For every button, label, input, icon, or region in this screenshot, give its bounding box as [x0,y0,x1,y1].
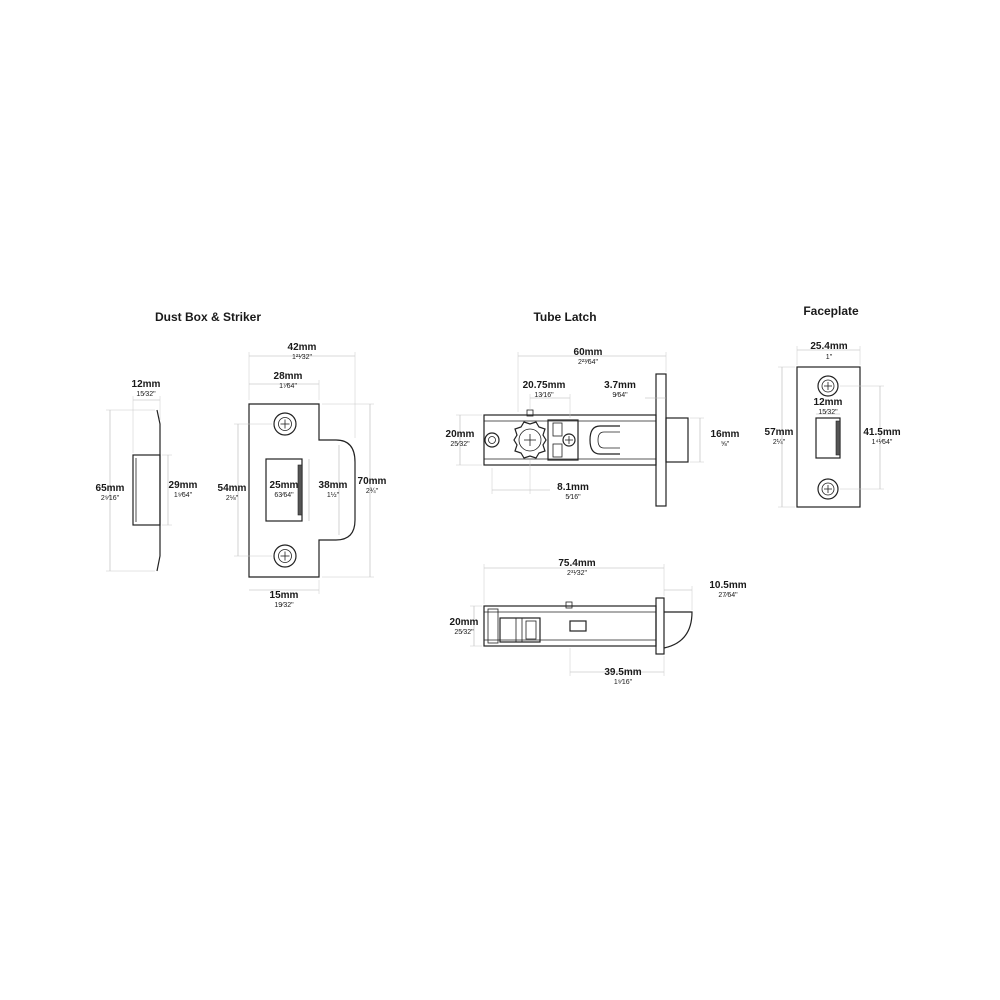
faceplate-width-inch: 1" [826,354,833,361]
striker-width-inch: 1²¹⁄32" [292,354,313,361]
latch-top-height-mm: 20mm [450,617,479,628]
striker-lip-height-mm: 38mm [319,480,348,491]
faceplate-screw-top [817,375,839,397]
faceplate-hole-centres-inch: 1⁴¹⁄64" [872,439,893,446]
latch-length-inch: 2²³⁄64" [578,359,599,366]
latch-height-inch: 25⁄32" [450,441,470,448]
faceplate-plate [796,366,861,508]
latch-projection-inch: 27⁄64" [718,592,738,599]
latch-thickness-mm: 3.7mm [604,380,636,391]
latch-slot [589,425,620,455]
latch-forend [655,373,667,507]
striker-lip-height-inch: 1½" [327,491,340,499]
latch-top-height-inch: 25⁄32" [454,629,474,636]
latch-carrier [547,419,579,461]
tube-latch-side-drawing [456,352,704,507]
faceplate-height-inch: 2¼" [773,439,786,446]
faceplate-height-mm: 57mm [765,427,794,438]
latch-top-length-inch: 2³¹⁄32" [567,570,588,577]
latch-backset-inch: 1⁹⁄16" [614,679,633,686]
striker-screw-top [273,412,297,436]
latch-spindle-mm: 20.75mm [523,380,566,391]
striker-hole-centres-inch: 2⅛" [226,495,239,502]
striker-opening-height-inch: 63⁄64" [274,492,294,499]
latch-spindle-inch: 13⁄16" [534,392,554,399]
latch-offset-inch: 5⁄16" [565,494,581,501]
latch-bolt [665,417,689,463]
carrier-screw [562,433,576,447]
dust-box-drawing [106,396,172,572]
striker-height-inch: 2¾" [366,488,379,495]
faceplate-width-mm: 25.4mm [810,341,847,352]
latch-forend-top [655,597,665,655]
dust-box-height-inch: 2⁹⁄16" [101,495,120,502]
latch-projection-mm: 10.5mm [709,580,746,591]
tube-latch-top-drawing [470,564,693,676]
striker-bottom-width-inch: 19⁄32" [274,602,294,609]
dust-box-box-height-inch: 1⁹⁄64" [174,492,193,499]
title-tube-latch: Tube Latch [533,310,596,324]
latch-bolt-height-mm: 16mm [711,429,740,440]
latch-offset-mm: 8.1mm [557,482,589,493]
latch-cam [499,617,541,643]
dust-box-height-mm: 65mm [96,483,125,494]
faceplate-screw-bottom [817,478,839,500]
title-faceplate: Faceplate [803,304,859,318]
striker-width-mm: 42mm [288,342,317,353]
latch-top-length-mm: 75.4mm [558,558,595,569]
faceplate-latch-width-mm: 12mm [814,397,843,408]
striker-hole-centres-mm: 54mm [218,483,247,494]
latch-bolt-curve [663,611,693,649]
latch-bolt-height-inch: ⅝" [721,441,730,448]
striker-screw-bottom [273,544,297,568]
latch-spring-block [569,620,587,632]
title-dust-box-striker: Dust Box & Striker [155,310,261,324]
faceplate-latch-width-inch: 15⁄32" [818,409,838,416]
spindle-follower [513,421,547,459]
latch-thickness-inch: 9⁄64" [612,392,628,399]
striker-height-mm: 70mm [358,476,387,487]
latch-length-mm: 60mm [574,347,603,358]
striker-bottom-width-mm: 15mm [270,590,299,601]
latch-backset-mm: 39.5mm [604,667,641,678]
striker-inner-width-mm: 28mm [274,371,303,382]
dust-box-body [132,454,161,526]
striker-opening-height-mm: 25mm [270,480,299,491]
latch-height-mm: 20mm [446,429,475,440]
fixing-screw-left [484,432,500,448]
striker-inner-width-inch: 1⁷⁄64" [279,383,297,390]
faceplate-hole-centres-mm: 41.5mm [863,427,900,438]
dust-box-depth-mm: 12mm [132,379,161,390]
faceplate-drawing [778,346,884,508]
dust-box-depth-inch: 15⁄32" [136,391,156,398]
striker-drawing [234,352,374,594]
dust-box-box-height-mm: 29mm [169,480,198,491]
striker-plate [248,403,356,578]
